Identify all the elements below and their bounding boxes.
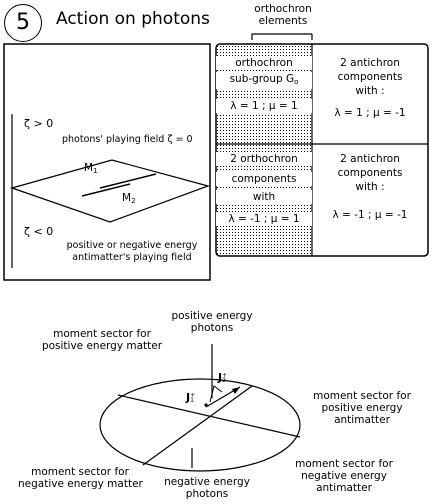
quadrant-top-left: orthochron sub-group Go λ = 1 ; μ = 1 [216, 56, 312, 113]
m2-segment [81, 183, 131, 197]
negative-antimatter-sector-label: moment sector for negative energy antima… [295, 458, 393, 494]
sector-line-2 [142, 385, 253, 466]
quadrant-bottom-right: 2 antichron components with : λ = -1 ; μ… [332, 153, 408, 221]
positive-photons-label: positive energy photons [171, 310, 253, 334]
quadrant-bottom-left: 2 orthochron components with λ = -1 ; μ … [216, 152, 312, 226]
m1-segment [99, 173, 157, 189]
figure-number-badge: 5 [4, 4, 42, 42]
positive-antimatter-sector-label: moment sector for positive energy antima… [313, 390, 411, 426]
photons-field-label: photons' playing field ζ = 0 [62, 134, 193, 145]
quadrant-frame [215, 43, 429, 257]
quadrant-top-right: 2 antichron components with : λ = 1 ; μ … [334, 57, 406, 119]
j-vector-arrowhead [232, 387, 240, 394]
positive-matter-sector-label: moment sector for positive energy matter [41, 328, 163, 352]
photons-plane [9, 159, 210, 223]
j1-label: J+1 [186, 391, 196, 404]
zeta-positive-label: ζ > 0 [24, 117, 54, 130]
origin-dot [204, 403, 208, 407]
subgroup-label: sub-group Go [216, 72, 312, 89]
momentum-ellipse [99, 378, 301, 472]
negative-matter-sector-label: moment sector for negative energy matter [18, 466, 143, 490]
antimatter-field-label: positive or negative energy antimatter's… [66, 240, 198, 263]
m2-label: M2 [122, 192, 136, 205]
j-arc [209, 385, 223, 403]
m1-label: M1 [84, 162, 98, 175]
sector-line-1 [117, 394, 301, 438]
zeta-negative-label: ζ < 0 [24, 225, 54, 238]
j2-label: J+2 [218, 371, 228, 384]
page-title: Action on photons [56, 9, 210, 29]
negative-photons-label: negative energy photons [164, 476, 250, 500]
plane-panel-frame [3, 43, 211, 281]
orthochron-header: orthochron elements [254, 3, 312, 27]
